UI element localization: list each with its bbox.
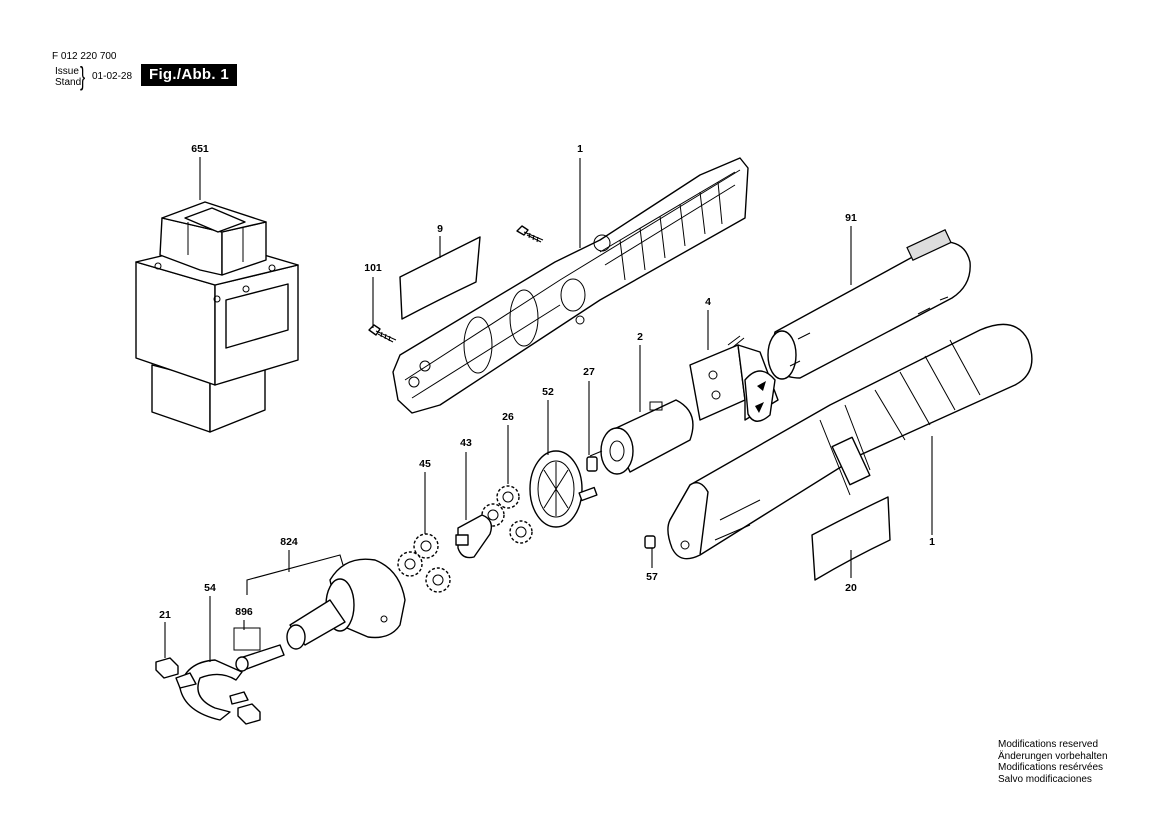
modification-notes: Modifications reserved Änderungen vorbeh…: [998, 739, 1108, 785]
part-number-896: 896: [235, 606, 253, 618]
shaft-part: [233, 627, 285, 672]
note-line: Modifications resérvées: [998, 762, 1104, 773]
part-number-27: 27: [583, 366, 595, 378]
pinion-part: [586, 456, 598, 472]
charger-part: [135, 201, 299, 433]
part-number-43: 43: [460, 437, 472, 449]
stand-label: Stand: [55, 77, 82, 88]
leader-lines: [164, 157, 933, 662]
note-line: Änderungen vorbehalten: [998, 750, 1108, 762]
switch-part: [689, 335, 779, 422]
part-number-1-top: 1: [577, 143, 583, 155]
note-line: Salvo modificaciones: [998, 773, 1092, 785]
issue-date: 01-02-28: [92, 71, 133, 82]
gear-43-part: [455, 514, 493, 559]
part-number-824: 824: [280, 536, 298, 548]
document-number: F 012 220 700: [52, 51, 117, 62]
label-plate-part: [399, 236, 481, 320]
rating-plate-part: [811, 496, 891, 581]
gear-carrier-part: [529, 450, 598, 528]
brace-glyph: }: [80, 61, 86, 91]
part-number-26: 26: [502, 411, 514, 423]
part-number-2: 2: [637, 331, 643, 343]
part-numbers: 651 1 9 101 91 4 2 27 52 26 43 45 1 20 5…: [159, 143, 935, 621]
clip-part: [175, 659, 249, 721]
note-line: Modifications reserved: [998, 739, 1099, 750]
screw-lower-part: [368, 324, 397, 343]
part-number-52: 52: [542, 386, 554, 398]
part-number-21: 21: [159, 609, 171, 621]
housing-bottom-part: [667, 323, 1033, 560]
part-number-91: 91: [845, 212, 857, 224]
pad-part: [155, 657, 261, 725]
figure-badge: Fig./Abb. 1: [141, 64, 237, 86]
part-number-54: 54: [204, 582, 216, 594]
pin-part: [644, 535, 656, 549]
issue-label: Issue: [55, 66, 79, 77]
gear-45-part: [397, 533, 451, 593]
part-number-4: 4: [705, 296, 711, 308]
battery-part: [767, 228, 971, 380]
part-number-57: 57: [646, 571, 658, 583]
part-number-20: 20: [845, 582, 857, 594]
part-number-101: 101: [364, 262, 382, 274]
housing-top-part: [392, 157, 749, 414]
screw-upper-part: [516, 225, 544, 243]
part-number-45: 45: [419, 458, 431, 470]
part-number-9: 9: [437, 223, 443, 235]
part-number-1-bottom: 1: [929, 536, 935, 548]
angle-head-part: [286, 558, 406, 650]
part-number-651: 651: [191, 143, 209, 155]
motor-part: [589, 399, 694, 475]
